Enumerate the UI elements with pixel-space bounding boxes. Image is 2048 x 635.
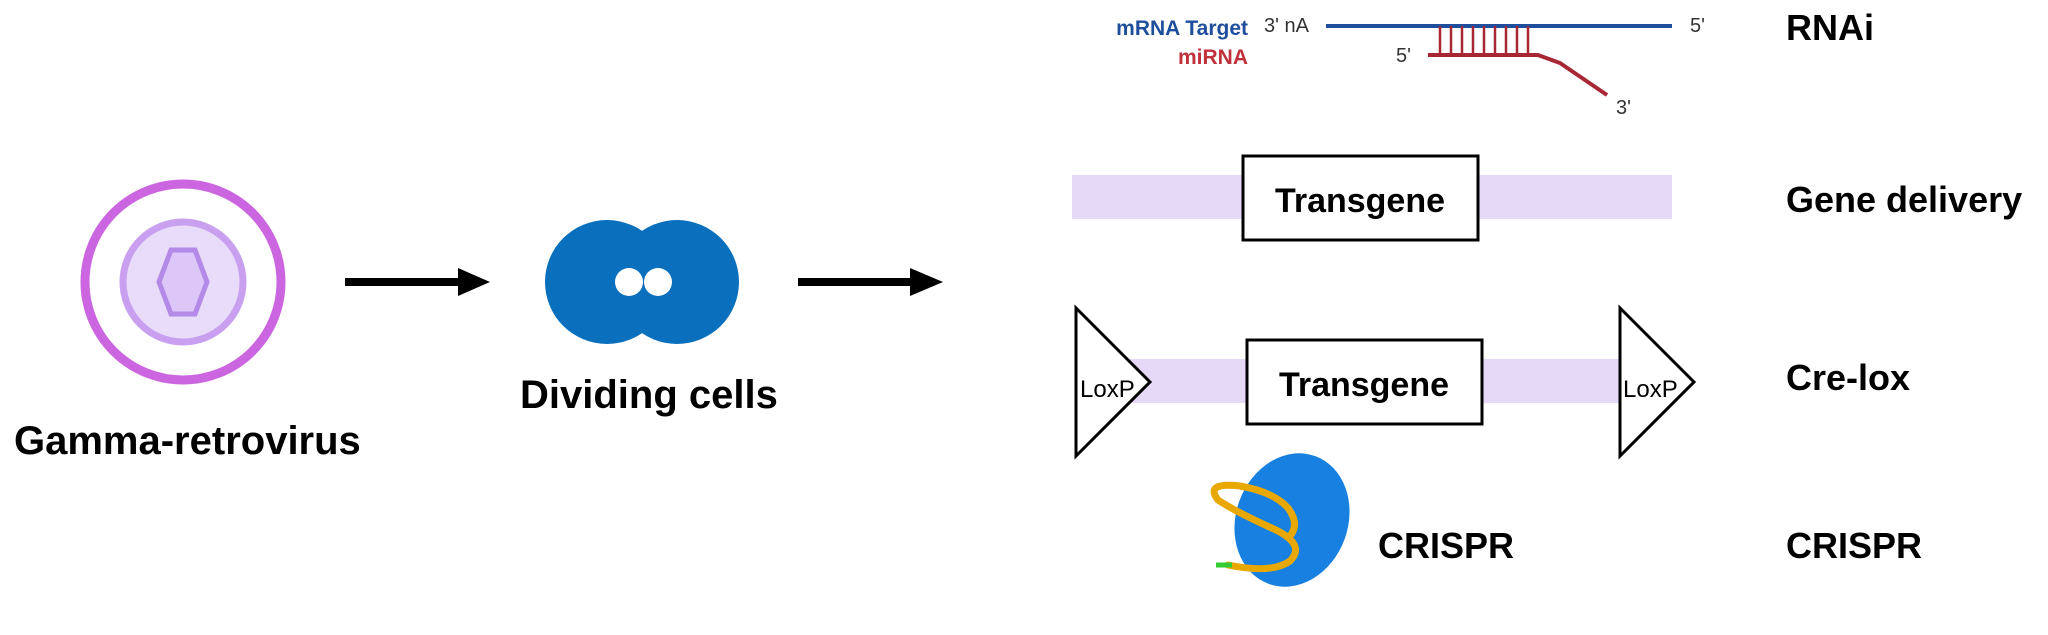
mrna-label: mRNA Target: [1116, 17, 1248, 40]
mirna-3prime-label: 3': [1616, 97, 1631, 119]
dividing-cells-icon: [545, 220, 739, 344]
virus-label: Gamma-retrovirus: [14, 419, 361, 463]
loxp-left-label: LoxP: [1080, 376, 1135, 403]
mrna-3prime-label: 3' nA: [1264, 15, 1310, 37]
gene-delivery-method-label: Gene delivery: [1786, 179, 2022, 220]
loxp-right-triangle: [1618, 304, 1697, 460]
arrow-right-icon: [345, 268, 490, 296]
mrna-5prime-label: 5': [1690, 15, 1705, 37]
rnai-duplex-icon: [1326, 24, 1672, 97]
loxp-left-triangle: [1074, 304, 1153, 460]
loxp-right-label: LoxP: [1623, 376, 1678, 403]
crispr-protein-label: CRISPR: [1378, 525, 1514, 566]
mirna-label: miRNA: [1178, 46, 1248, 69]
gene-delivery-transgene-label: Transgene: [1275, 182, 1445, 220]
mirna-5prime-label: 5': [1396, 45, 1411, 67]
cre-lox-method-label: Cre-lox: [1786, 357, 1910, 398]
crispr-protein-icon: [1210, 453, 1350, 587]
gene-delivery-construct: [1072, 154, 1672, 242]
cells-label: Dividing cells: [520, 373, 778, 417]
crispr-method-label: CRISPR: [1786, 525, 1922, 566]
arrow-right-icon: [798, 268, 943, 296]
gamma-retrovirus-icon: [80, 179, 286, 385]
cre-lox-transgene-label: Transgene: [1279, 366, 1449, 404]
rnai-method-label: RNAi: [1786, 7, 1874, 48]
cre-lox-construct: [1074, 304, 1697, 460]
